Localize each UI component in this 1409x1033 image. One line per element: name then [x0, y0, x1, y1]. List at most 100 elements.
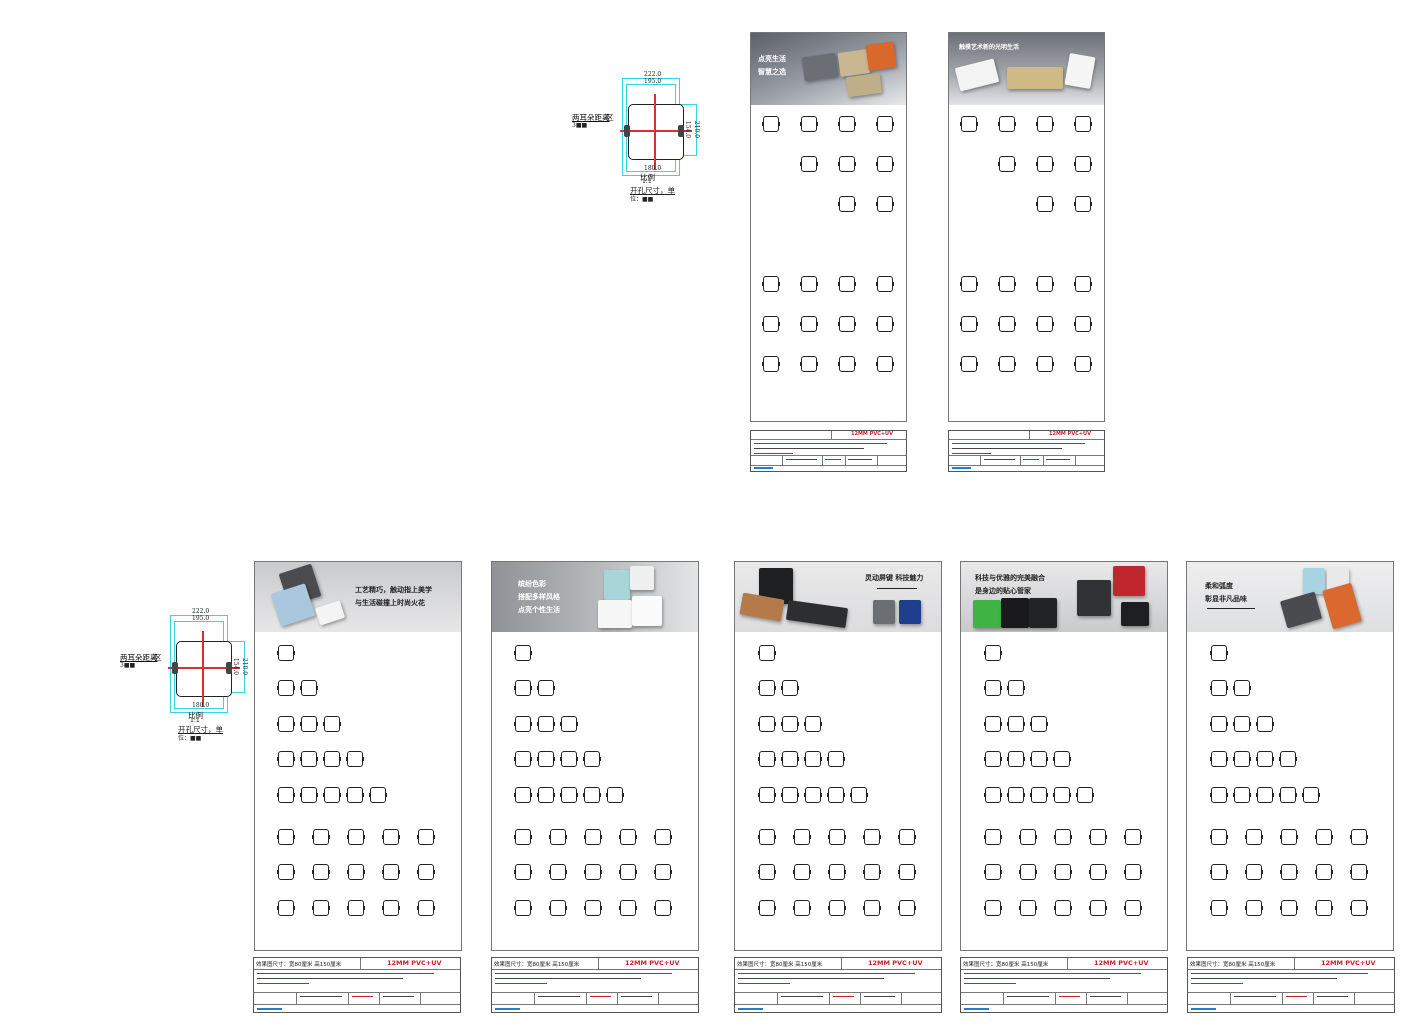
gray-rule	[964, 978, 1110, 979]
title-block: 12MM PVC+UV	[948, 430, 1105, 472]
switch-cutout	[838, 316, 856, 332]
switch-cutout	[758, 680, 776, 696]
switch-cutout	[898, 900, 916, 916]
switch-cutout	[300, 716, 318, 732]
switch-cutout	[417, 829, 435, 845]
gray-rule	[495, 978, 641, 979]
switch-cutout	[347, 900, 365, 916]
switch-cutout	[277, 751, 295, 767]
title-block-divider	[949, 439, 1104, 440]
switch-cutout	[984, 645, 1002, 661]
switch-cutout	[1089, 829, 1107, 845]
blue-rule	[495, 1008, 520, 1010]
switch-cutout	[758, 900, 776, 916]
gray-rule	[300, 996, 342, 997]
right-ear	[678, 125, 684, 137]
red-rule	[738, 983, 790, 984]
switch-cutout	[1233, 716, 1251, 732]
title-block-divider	[1075, 455, 1076, 465]
switch-cutout	[537, 751, 555, 767]
product-image	[1007, 67, 1063, 89]
switch-cutout	[537, 787, 555, 803]
switch-cutout	[758, 787, 776, 803]
switch-cutout	[838, 356, 856, 372]
switch-cutout	[382, 829, 400, 845]
switch-cutout	[1036, 276, 1054, 292]
switch-cutout	[1256, 716, 1274, 732]
ear-distance-small: 3■■	[120, 662, 136, 669]
title-block-divider	[1313, 992, 1314, 1004]
switch-cutout	[560, 787, 578, 803]
banner-underline	[1207, 608, 1255, 609]
title-block-divider	[961, 992, 1167, 993]
switch-cutout	[654, 864, 672, 880]
title-block-divider	[961, 1004, 1167, 1005]
switch-cutout	[1256, 751, 1274, 767]
switch-cutout	[876, 196, 894, 212]
title-block-divider	[254, 1004, 460, 1005]
switch-cutout	[277, 680, 295, 696]
switch-cutout	[1054, 900, 1072, 916]
switch-cutout	[312, 900, 330, 916]
switch-cutout	[998, 276, 1016, 292]
switch-cutout	[827, 751, 845, 767]
red-rule	[590, 996, 611, 997]
red-rule	[964, 973, 1141, 974]
switch-cutout	[800, 276, 818, 292]
switch-cutout	[1074, 156, 1092, 172]
title-block-divider	[598, 958, 599, 969]
switch-cutout	[793, 864, 811, 880]
gray-rule	[864, 996, 895, 997]
switch-cutout	[300, 787, 318, 803]
switch-cutout	[984, 787, 1002, 803]
gray-rule	[1191, 978, 1337, 979]
banner-slogan: 柔和弧度 彰显非凡品味	[1205, 582, 1247, 603]
switch-cutout	[793, 829, 811, 845]
banner-underline	[877, 588, 917, 589]
title-block-divider	[534, 992, 535, 1004]
product-image	[845, 72, 883, 98]
gray-rule	[952, 448, 1062, 449]
title-block-divider	[658, 992, 659, 1004]
product-image	[1113, 566, 1145, 596]
title-block-divider	[841, 958, 842, 969]
blue-rule	[1191, 1008, 1216, 1010]
switch-cutout	[1076, 787, 1094, 803]
product-image	[973, 600, 1001, 628]
ear-distance-label: 两耳朵距离	[572, 113, 610, 122]
switch-cutout	[984, 900, 1002, 916]
left-ear	[172, 662, 178, 674]
product-image	[632, 596, 662, 626]
title-block-divider	[617, 992, 618, 1004]
ear-distance-label: 两耳朵距离	[120, 653, 158, 662]
switch-cutout	[1315, 900, 1333, 916]
switch-cutout	[800, 316, 818, 332]
title-block: 12MM PVC+UV	[750, 430, 907, 472]
switch-cutout	[1256, 787, 1274, 803]
switch-cutout	[347, 864, 365, 880]
title-block-divider	[254, 969, 460, 970]
panel-banner: 科技与优雅的完美融合 是身边的贴心管家	[961, 562, 1167, 632]
red-rule	[1191, 973, 1368, 974]
switch-cutout	[1315, 829, 1333, 845]
switch-cutout	[1279, 751, 1297, 767]
switch-body-outline	[176, 641, 232, 697]
switch-cutout	[781, 680, 799, 696]
switch-cutout	[984, 680, 1002, 696]
title-block-divider	[822, 455, 823, 465]
dim-width-outer: 222.0	[644, 71, 662, 78]
title-block-divider	[1188, 969, 1394, 970]
switch-cutout	[1124, 864, 1142, 880]
switch-cutout	[998, 316, 1016, 332]
switch-cutout	[1089, 864, 1107, 880]
switch-cutout	[1210, 900, 1228, 916]
title-block-divider	[586, 992, 587, 1004]
switch-cutout	[838, 116, 856, 132]
switch-cutout	[984, 751, 1002, 767]
product-image	[1322, 582, 1362, 630]
switch-cutout	[1089, 900, 1107, 916]
product-image	[899, 600, 921, 624]
switch-cutout	[793, 900, 811, 916]
switch-cutout	[758, 829, 776, 845]
